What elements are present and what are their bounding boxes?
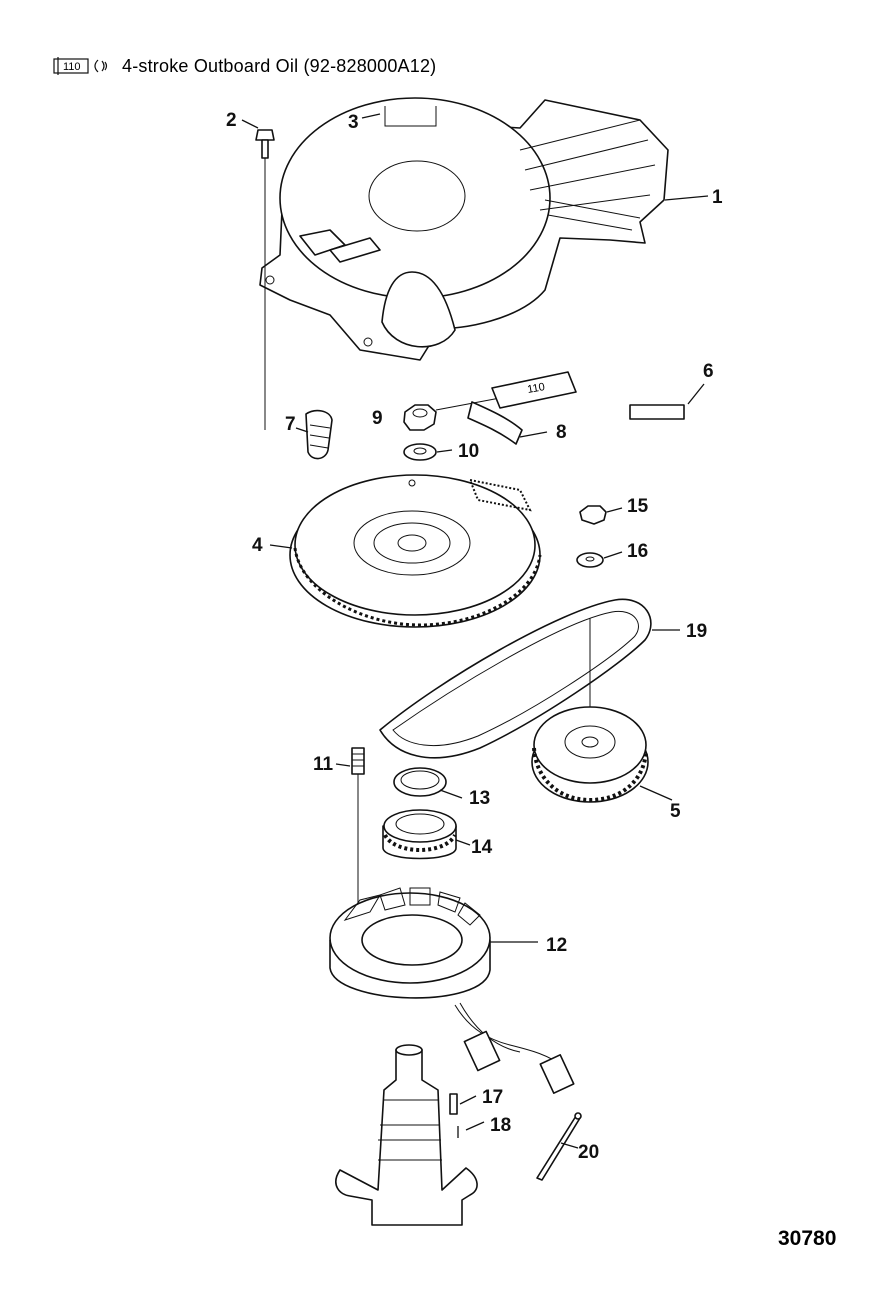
stator-harness [454,1002,575,1094]
part-17-key [449,1093,458,1115]
part-20-rod [536,1112,582,1181]
lubricant-tag-label: 110 [526,381,545,396]
part-13-ring [393,767,447,797]
lubricant-description: 4-stroke Outboard Oil (92-828000A12) [122,55,437,76]
callout-12: 12 [546,935,567,956]
part-9-nut [403,404,437,431]
callout-20: 20 [578,1142,599,1163]
lubricant-tube-icon: 110 [52,55,114,77]
part-2-screw [255,129,275,430]
callout-16: 16 [627,541,648,562]
diagram-reference-number: 30780 [778,1227,837,1250]
part-15-nut [579,505,607,525]
part-19-belt [379,598,652,759]
callout-14: 14 [471,837,493,858]
callout-6: 6 [703,361,714,382]
callout-4: 4 [252,535,263,556]
lubricant-code: 110 [63,61,81,73]
part-5-sprocket [531,706,649,803]
callout-15: 15 [627,496,649,517]
callout-5: 5 [670,801,681,822]
callout-11: 11 [313,754,334,775]
callout-18: 18 [490,1115,511,1136]
part-16-washer [576,552,604,568]
part-10-washer [403,443,437,461]
callout-8: 8 [556,422,567,443]
part-7-key [305,409,333,460]
part-6-label [629,404,685,420]
part-8-spacer [467,401,523,445]
crankshaft [335,1044,478,1226]
callout-1: 1 [712,187,723,208]
lubricant-note: 110 4-stroke Outboard Oil (92-828000A12) [52,54,436,78]
lubricant-tag: 110 [435,371,577,411]
part-14-gear [382,809,457,860]
callout-17: 17 [482,1087,503,1108]
callout-7: 7 [285,414,296,435]
part-12-stator [329,887,491,999]
callout-2: 2 [226,110,237,131]
callout-13: 13 [469,788,490,809]
part-4-flywheel [289,474,542,628]
part-3-decal [384,106,437,127]
callout-19: 19 [686,621,707,642]
callout-3: 3 [348,112,359,133]
callout-10: 10 [458,441,479,462]
part-1-flywheel-cover [259,97,669,361]
callout-9: 9 [372,408,383,429]
